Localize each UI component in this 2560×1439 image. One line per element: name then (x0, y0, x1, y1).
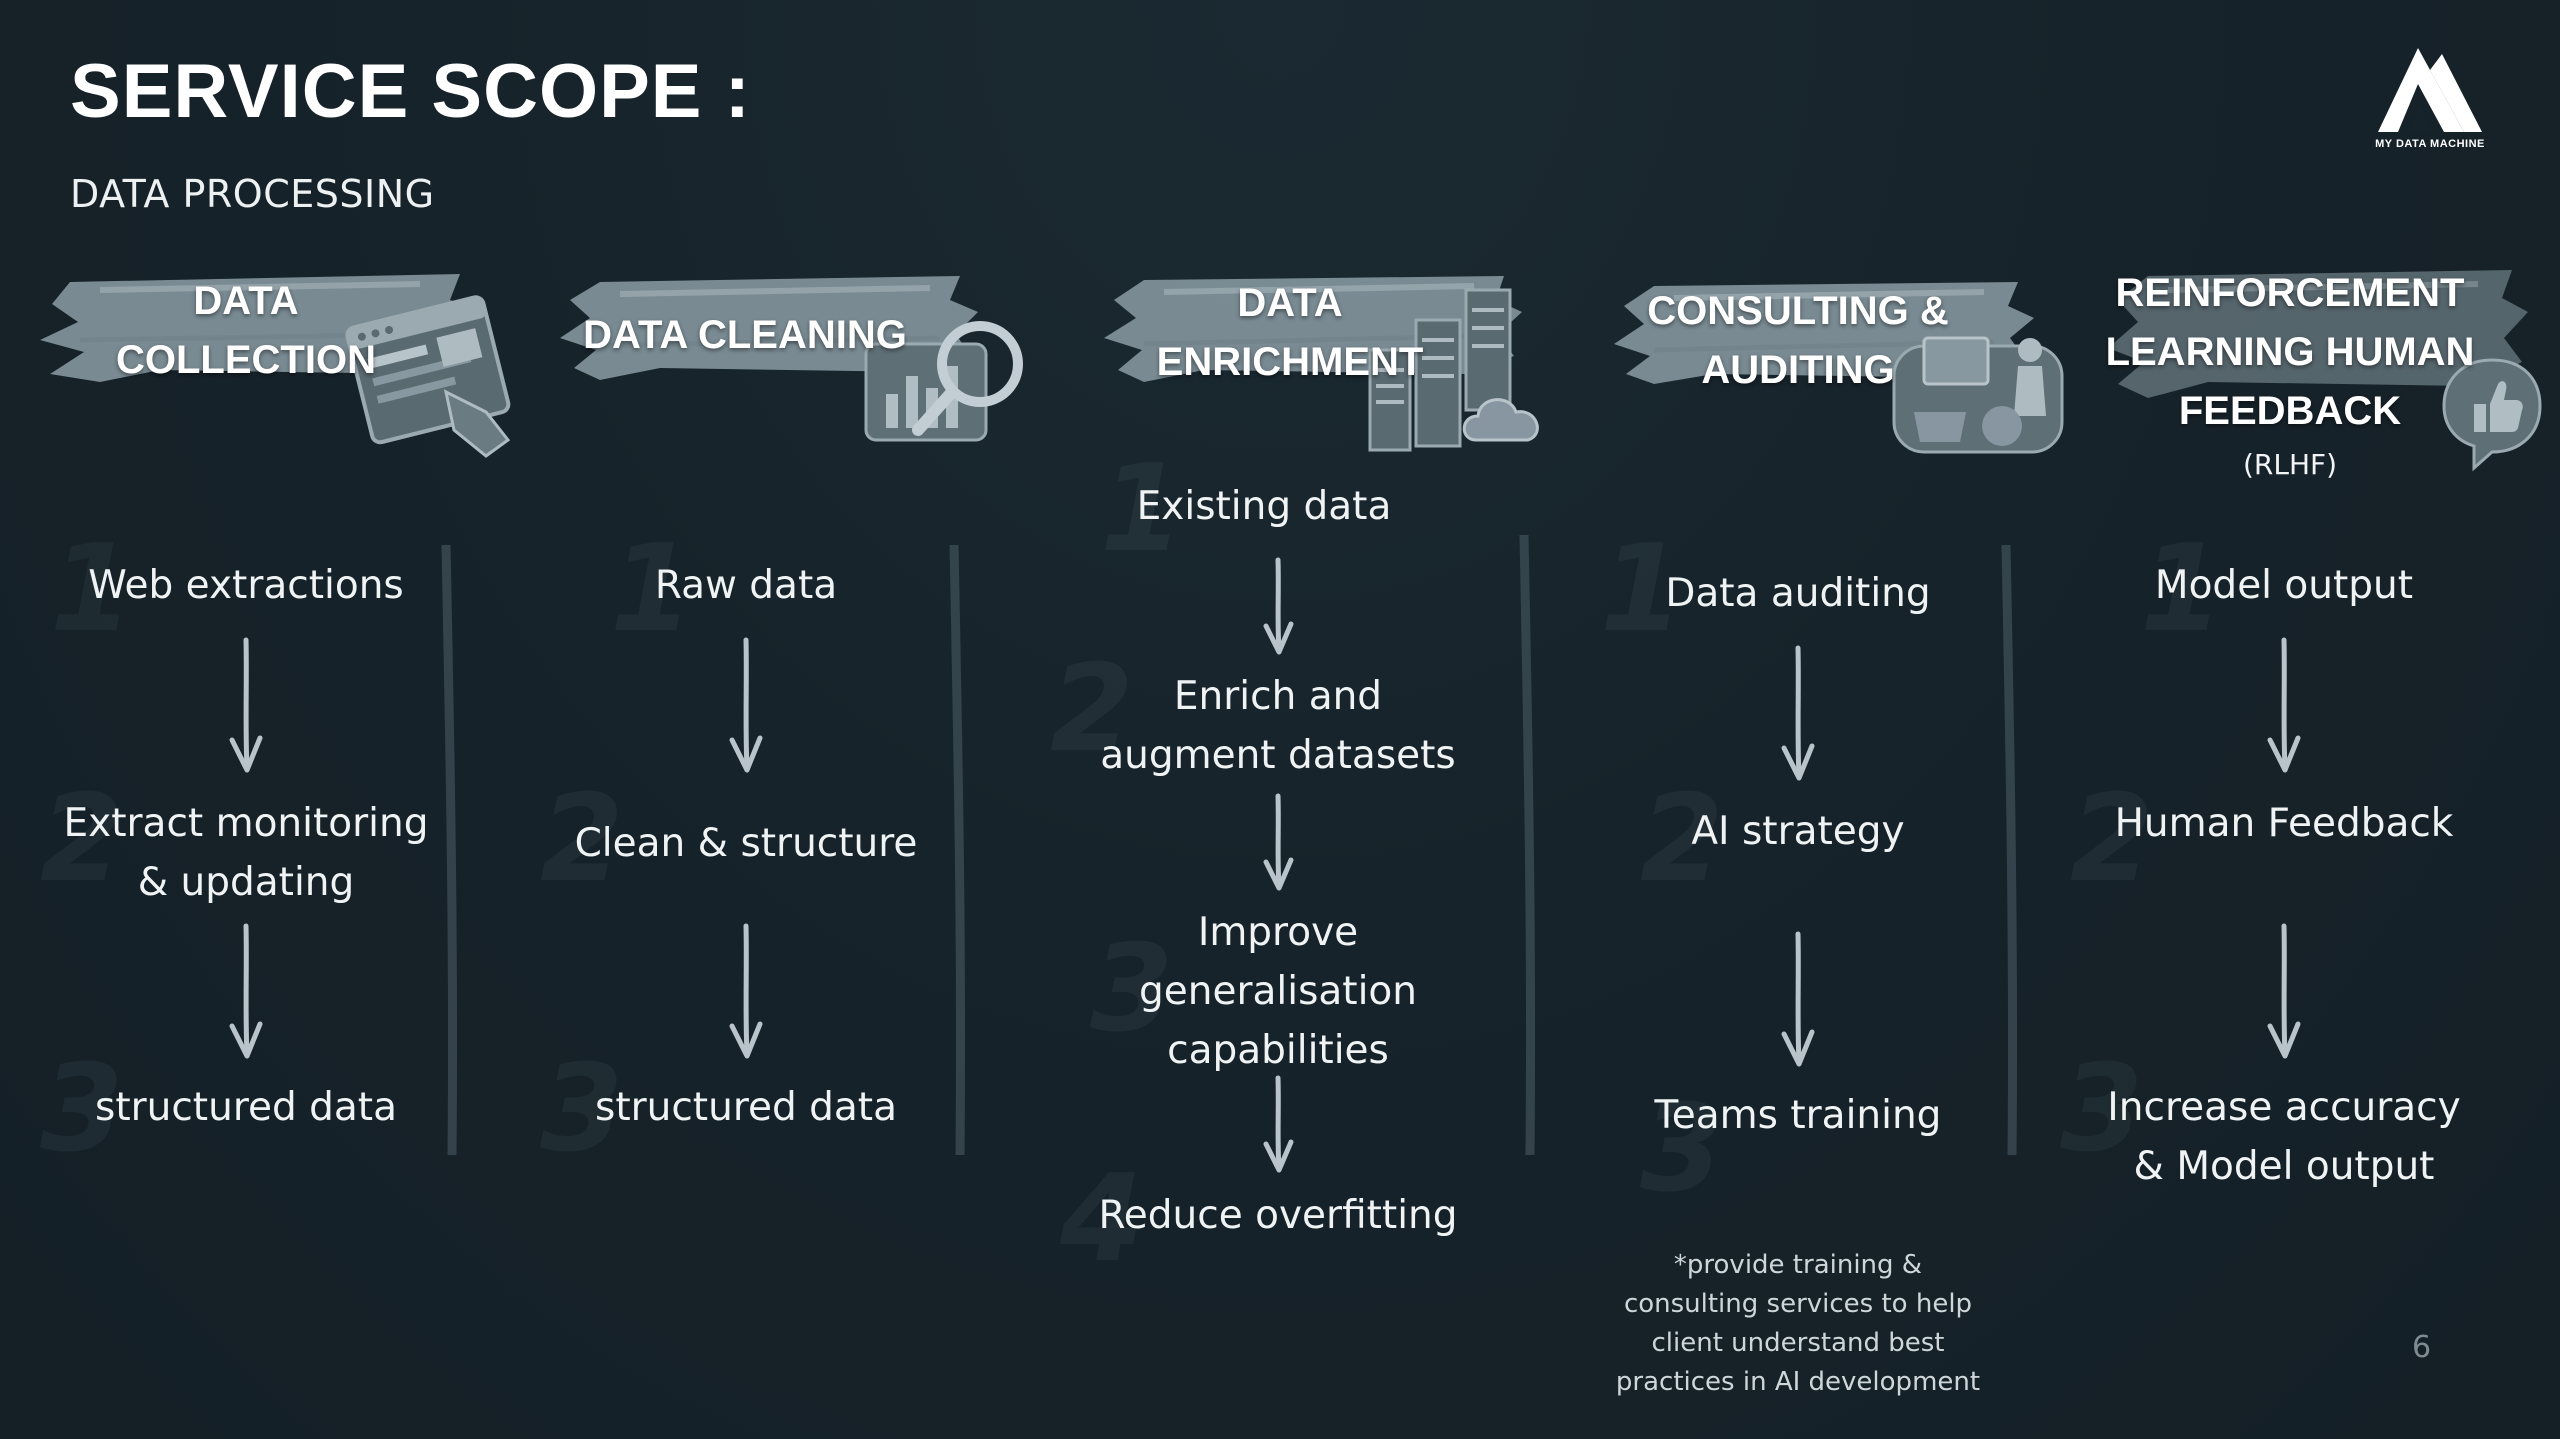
arrow-down-icon (1263, 1075, 1294, 1173)
flow-step: Clean & structure (574, 821, 918, 866)
flow-step: Enrich and augment datasets (1100, 674, 1456, 778)
consulting-people-icon (1892, 336, 2064, 454)
page-number: 6 (2412, 1330, 2432, 1365)
logo-text: MY DATA MACHINE (2375, 138, 2485, 150)
brush-stroke (2108, 270, 2528, 398)
thumbs-up-bubble-icon (2442, 358, 2542, 472)
column-heading-line: CONSULTING & (1647, 289, 1949, 333)
flow-step: structured data (95, 1085, 397, 1130)
flow-step: Increase accuracy & Model output (2107, 1085, 2461, 1189)
magnifier-chart-icon (864, 321, 1023, 442)
flow-step: Reduce overfitting (1098, 1193, 1458, 1238)
column-heading-line: LEARNING HUMAN (2105, 330, 2475, 374)
logo-mark-icon (2378, 48, 2482, 132)
column-heading-line: REINFORCEMENT (2115, 271, 2465, 315)
server-cloud-icon (1368, 288, 1539, 452)
column-heading-line: ENRICHMENT (1156, 340, 1424, 384)
column-divider (949, 545, 966, 1155)
flow-step: Teams training (1654, 1093, 1942, 1138)
column-divider (1519, 535, 1536, 1155)
flow-step: Raw data (654, 563, 838, 608)
arrow-down-icon (729, 923, 763, 1059)
arrow-down-icon (729, 637, 763, 773)
flow-step: Data auditing (1665, 571, 1931, 616)
arrow-down-icon (1781, 931, 1815, 1067)
arrow-down-icon (229, 923, 263, 1059)
slide-title: SERVICE SCOPE : (70, 49, 751, 134)
arrow-down-icon (1263, 793, 1294, 891)
arrow-down-icon (1781, 645, 1815, 781)
browser-hand-icon (345, 295, 511, 458)
arrow-down-icon (2267, 637, 2301, 773)
column-heading-sub: (RLHF) (2242, 448, 2338, 481)
consulting-footnote: *provide training & consulting services … (1615, 1250, 1981, 1397)
column-heading-line: DATA (193, 279, 299, 323)
column-heading-line: FEEDBACK (2178, 389, 2402, 433)
column-divider (2001, 545, 2018, 1155)
column-heading-line: COLLECTION (116, 338, 376, 382)
flow-step: Extract monitoring & updating (63, 801, 429, 905)
flow-step: AI strategy (1691, 809, 1905, 854)
my-data-machine-logo: MY DATA MACHINE (2372, 44, 2488, 154)
column-heading-line: DATA CLEANING (583, 313, 907, 357)
flow-step: Web extractions (88, 563, 404, 608)
flow-step: Improve generalisation capabilities (1139, 910, 1417, 1073)
column-heading-line: AUDITING (1701, 348, 1895, 392)
flow-step: Model output (2154, 563, 2414, 608)
flow-step: Existing data (1136, 484, 1392, 529)
slide-subtitle: DATA PROCESSING (70, 172, 435, 216)
column-divider (441, 545, 458, 1155)
arrow-down-icon (229, 637, 263, 773)
arrow-down-icon (1263, 557, 1294, 655)
flow-step: Human Feedback (2114, 801, 2454, 846)
flow-step: structured data (595, 1085, 897, 1130)
column-heading-line: DATA (1237, 281, 1343, 325)
arrow-down-icon (2267, 923, 2301, 1059)
